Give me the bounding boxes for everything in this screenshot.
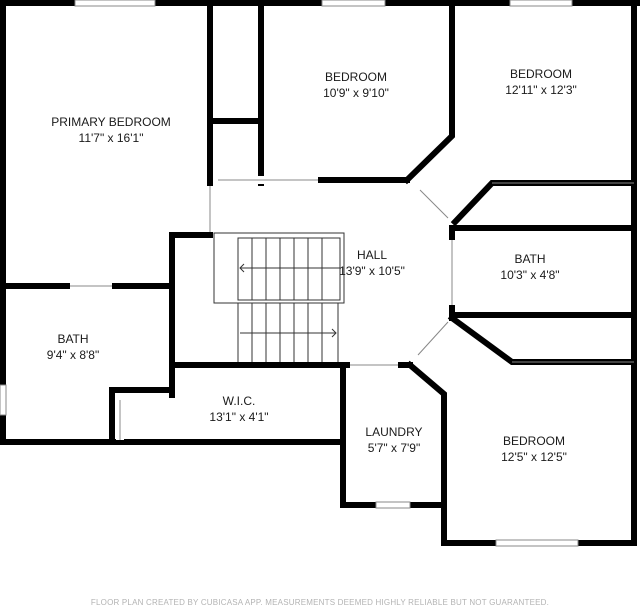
hall-name: HALL — [357, 248, 387, 262]
primary-bedroom-dims: 11'7" x 16'1" — [79, 131, 144, 145]
laundry-dims: 5'7" x 7'9" — [368, 441, 420, 455]
bedroom-2-dims: 12'11" x 12'3" — [505, 83, 577, 97]
wic-name: W.I.C. — [223, 394, 256, 408]
staircase — [213, 232, 345, 362]
bedroom-2-name: BEDROOM — [510, 67, 572, 81]
primary-bedroom-name: PRIMARY BEDROOM — [51, 115, 171, 129]
bath-2-dims: 9'4" x 8'8" — [47, 348, 99, 362]
openings — [0, 0, 578, 547]
laundry-name: LAUNDRY — [365, 425, 422, 439]
thin-lines — [0, 0, 634, 547]
bath-1-name: BATH — [514, 252, 545, 266]
bedroom-3-name: BEDROOM — [503, 434, 565, 448]
bath-1-dims: 10'3" x 4'8" — [500, 268, 559, 282]
wic-dims: 13'1" x 4'1" — [209, 410, 268, 424]
bath-2-name: BATH — [57, 332, 88, 346]
footer-disclaimer: FLOOR PLAN CREATED BY CUBICASA APP. MEAS… — [90, 598, 550, 607]
bedroom-1-dims: 10'9" x 9'10" — [323, 86, 389, 100]
hall-dims: 13'9" x 10'5" — [339, 264, 405, 278]
bedroom-3-dims: 12'5" x 12'5" — [501, 450, 567, 464]
room-labels: PRIMARY BEDROOM 11'7" x 16'1" BEDROOM 10… — [47, 67, 577, 464]
bedroom-1-name: BEDROOM — [325, 70, 387, 84]
